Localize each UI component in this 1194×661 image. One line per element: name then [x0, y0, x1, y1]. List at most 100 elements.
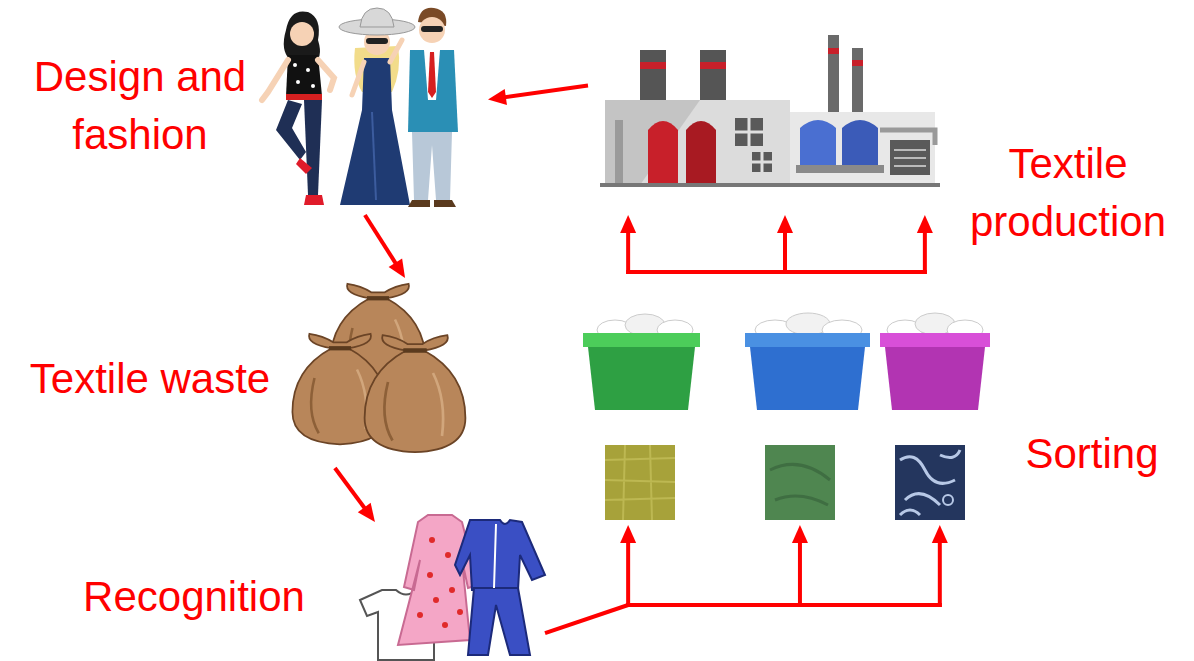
arrow-line	[938, 535, 942, 607]
woman-figure	[304, 100, 322, 195]
factory	[700, 50, 726, 105]
factory	[880, 130, 935, 145]
factory	[605, 100, 700, 185]
fabric-swatches	[943, 495, 953, 505]
garments	[494, 524, 496, 588]
factory	[894, 150, 926, 166]
garments	[360, 515, 545, 660]
factory	[828, 35, 839, 115]
arrow-head	[932, 525, 948, 543]
factory	[605, 100, 790, 185]
factory	[852, 60, 863, 66]
factory	[600, 35, 940, 187]
factory	[700, 62, 726, 69]
man-figure	[408, 8, 458, 207]
woman-figure	[296, 80, 300, 84]
stage-node: Design and fashion	[20, 5, 488, 215]
fabric-swatches	[605, 445, 675, 520]
arrow-line	[545, 605, 628, 633]
flow-arrow	[365, 215, 405, 278]
man-figure	[412, 132, 452, 200]
woman-figure	[293, 63, 297, 67]
factory	[890, 140, 930, 175]
fabric-swatches	[605, 445, 675, 520]
stage-label: Textile production	[948, 135, 1188, 251]
arrow-head	[389, 259, 405, 278]
man-figure	[408, 200, 430, 207]
stage-label: Design and fashion	[20, 48, 260, 164]
stage-node: Sorting	[580, 272, 995, 525]
stage-node: Textile waste	[295, 278, 460, 468]
flow-arrow	[335, 468, 375, 522]
factory	[796, 165, 884, 173]
arrow-head	[917, 215, 933, 233]
arrow-head	[620, 215, 636, 233]
woman-figure	[339, 8, 415, 205]
man-figure	[419, 17, 445, 43]
factory	[615, 120, 623, 185]
arrow-line	[626, 270, 927, 274]
flow-arrow	[620, 215, 933, 274]
arrow-line	[783, 225, 787, 274]
factory	[842, 120, 878, 165]
factory	[735, 118, 763, 146]
arrow-line	[335, 468, 369, 514]
woman-figure	[340, 58, 410, 205]
factory	[800, 120, 836, 165]
stage-label: Recognition	[68, 568, 320, 626]
sorting-bins	[880, 333, 990, 347]
fabric-swatches	[895, 445, 965, 520]
arrow-line	[923, 225, 927, 274]
man-figure	[434, 200, 456, 207]
garments	[417, 612, 423, 618]
stage-label: Textile waste	[8, 350, 292, 408]
factory	[752, 152, 772, 172]
garments	[442, 622, 448, 628]
garments	[433, 597, 439, 603]
fashion-people	[262, 8, 458, 207]
fabric-swatches	[900, 450, 960, 515]
woman-figure	[311, 84, 315, 88]
woman-figure	[286, 94, 322, 100]
stage-node: Recognition	[355, 522, 545, 661]
arrow-head	[488, 89, 507, 105]
man-figure	[421, 26, 443, 32]
woman-figure	[284, 11, 320, 62]
woman-figure	[366, 38, 388, 44]
factory	[790, 112, 935, 185]
textile-sacks	[365, 335, 466, 452]
woman-figure	[372, 112, 376, 200]
garments	[468, 588, 530, 655]
garments	[457, 609, 463, 615]
arrow-line	[626, 535, 630, 607]
factory	[735, 118, 763, 146]
woman-figure	[290, 22, 314, 46]
flow-arrow	[488, 86, 588, 105]
sorting-bins	[583, 313, 990, 410]
sorting-bins	[583, 333, 700, 347]
arrow-line	[626, 603, 942, 607]
man-figure	[408, 50, 458, 132]
garments	[427, 572, 433, 578]
textile-sacks	[292, 284, 465, 452]
fabric-swatches	[770, 464, 830, 505]
factory	[752, 152, 772, 172]
flow-arrow	[545, 525, 948, 633]
woman-figure	[276, 100, 306, 160]
woman-figure	[262, 60, 288, 100]
garments	[445, 552, 451, 558]
factory	[852, 48, 863, 115]
woman-figure	[352, 62, 364, 95]
woman-figure	[262, 11, 334, 205]
factory	[686, 121, 716, 185]
sorting-bins	[588, 347, 695, 410]
arrow-line	[498, 86, 588, 99]
factory	[828, 48, 839, 54]
garments	[449, 587, 455, 593]
woman-figure	[296, 158, 312, 174]
arrow-head	[358, 503, 375, 522]
garments	[429, 537, 435, 543]
arrow-line	[798, 535, 802, 607]
sorting-bins	[745, 333, 870, 347]
